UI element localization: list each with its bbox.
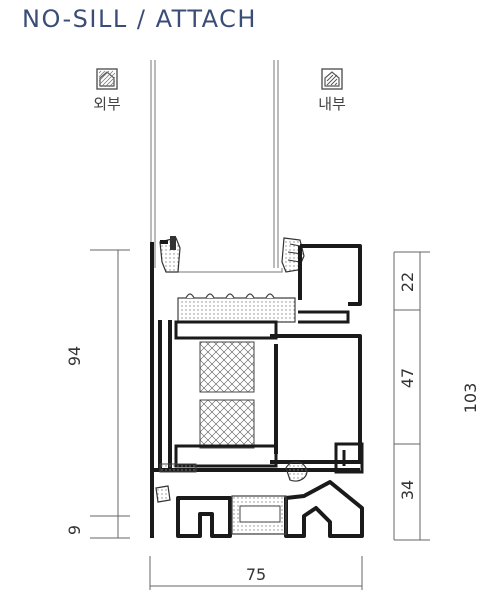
dim-left-top: 94: [65, 346, 84, 366]
bottom-thermal-strip: [231, 495, 287, 535]
exterior-legend: 외부: [87, 67, 127, 114]
exterior-label: 외부: [93, 95, 121, 113]
dim-right-b: 47: [398, 368, 417, 388]
bottom-gasket: [285, 461, 308, 482]
dim-bottom-width: 75: [246, 565, 266, 584]
exterior-house-icon: [96, 68, 118, 90]
page-title: NO-SILL / ATTACH: [22, 5, 257, 33]
glass-pane: [150, 60, 283, 273]
frame-profile: [150, 240, 362, 538]
interior-house-icon: [321, 68, 343, 90]
insulation-upper: [199, 341, 255, 393]
interior-legend: 내부: [312, 67, 352, 114]
dim-right-c: 34: [398, 480, 417, 500]
dim-right-total: 103: [461, 383, 480, 414]
glazing-gasket-left: [159, 236, 181, 273]
dim-left-bottom: 9: [65, 525, 84, 535]
bottom-gasket-left: [155, 485, 171, 503]
sash-lower: [174, 442, 364, 474]
sash-upper: [174, 310, 350, 340]
sill-strip: [159, 463, 197, 473]
thermal-break-top: [177, 293, 296, 323]
interior-label: 내부: [318, 95, 346, 113]
dimension-lines: [90, 249, 430, 590]
dim-right-a: 22: [398, 272, 417, 292]
insulation-lower: [199, 399, 255, 449]
bottom-frame-profile: [176, 480, 364, 538]
